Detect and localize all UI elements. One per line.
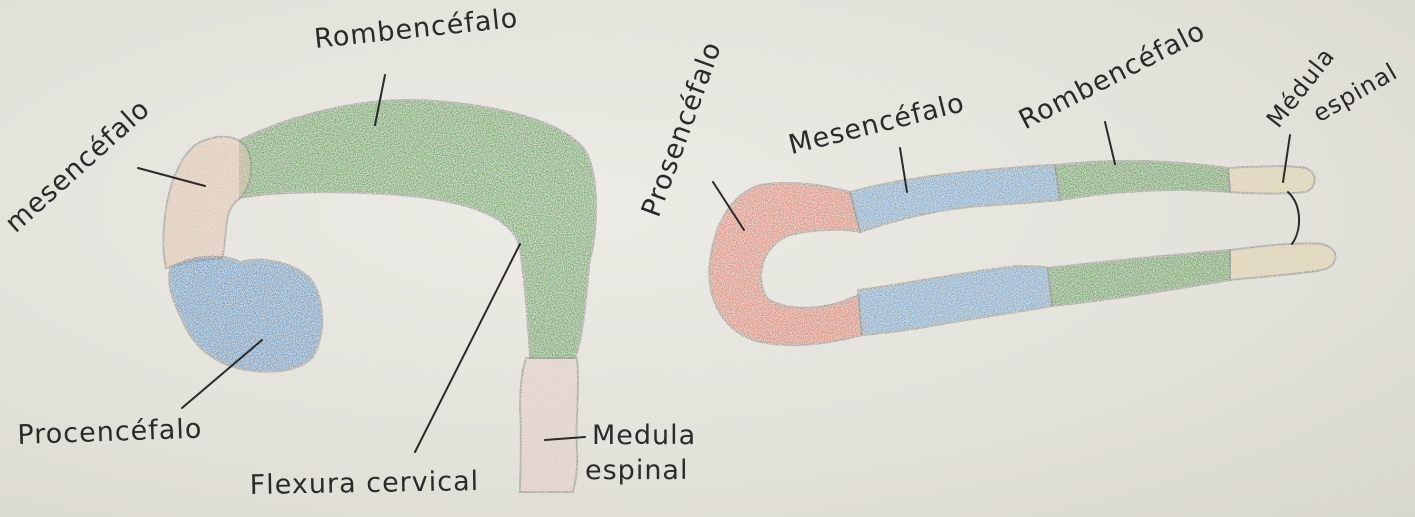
label-left-prosencephalon: Procencéfalo [17,414,203,451]
right-embryo-brain [709,161,1335,345]
right-spinal-cord-upper [1228,166,1315,193]
right-mesencephalon-lower [858,266,1052,335]
right-prosencephalon-region [709,183,862,345]
right-mesencephalon-upper [850,165,1060,232]
left-embryo-brain [163,100,596,492]
pointer-left-flexure [415,244,520,452]
label-left-spinal-cord-line1: Medula [592,420,696,451]
right-rhombencephalon-upper [1055,161,1230,200]
right-spinal-cord-lower [1230,243,1336,280]
pointer-right-rhombencephalon [1105,122,1115,164]
right-rhombencephalon-lower [1048,250,1230,306]
bracket-right-spinal-cord [1288,192,1299,244]
label-left-spinal-cord-line2: espinal [585,455,688,486]
left-spinal-cord-region [520,358,578,492]
left-mesencephalon-region [163,137,251,268]
label-left-flexure: Flexura cervical [249,466,479,501]
